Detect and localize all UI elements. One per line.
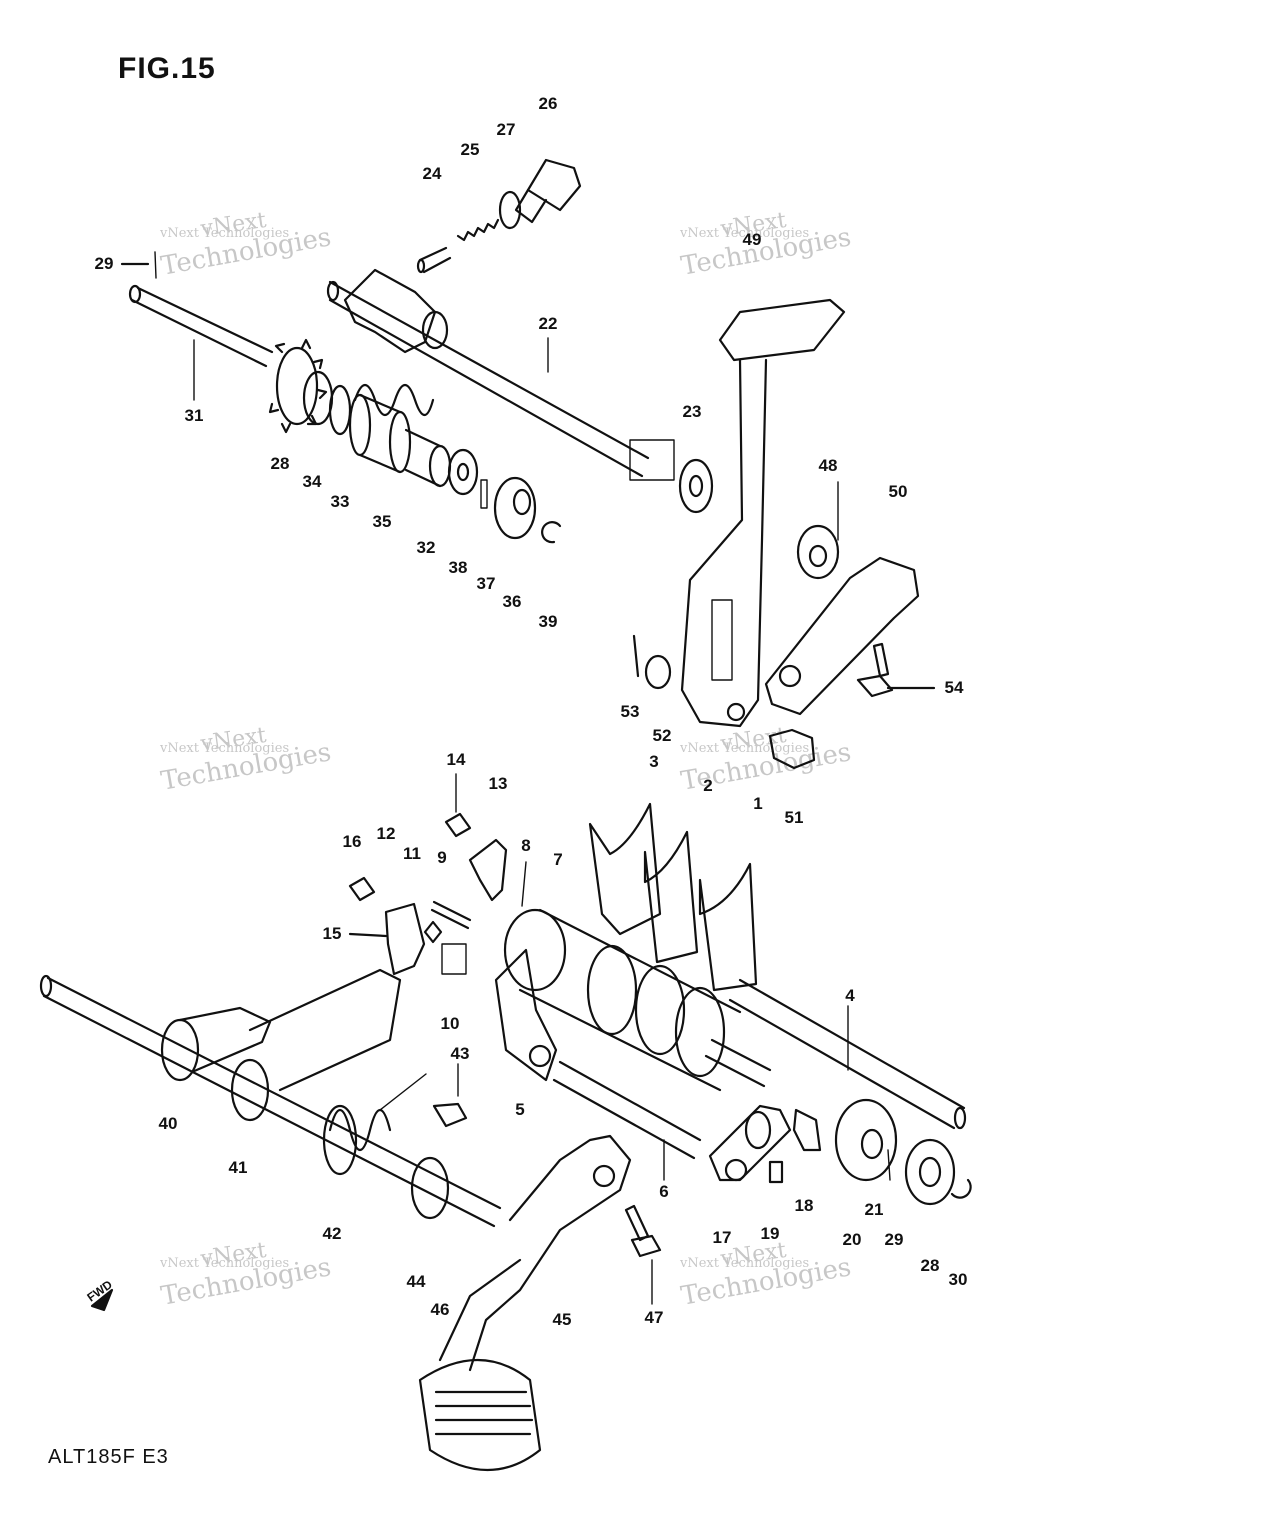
callout-20: 20 <box>842 1230 862 1249</box>
callout-13: 13 <box>488 774 508 793</box>
callout-3: 3 <box>649 752 659 771</box>
callout-17: 17 <box>712 1228 732 1247</box>
callout-32: 32 <box>416 538 436 557</box>
callout-43: 43 <box>450 1044 470 1063</box>
callout-7: 7 <box>553 850 563 869</box>
callout-24: 24 <box>422 164 442 183</box>
model-code: ALT185F E3 <box>48 1446 169 1468</box>
callout-51: 51 <box>784 808 804 827</box>
callout-1: 1 <box>753 794 763 813</box>
callout-40: 40 <box>158 1114 178 1133</box>
callout-14: 14 <box>446 750 466 769</box>
shift-lever-part-49 <box>680 298 846 728</box>
callout-54: 54 <box>944 678 964 697</box>
callout-15: 15 <box>322 924 342 943</box>
lower-shaft-40-44 <box>39 968 502 1228</box>
callout-29: 29 <box>94 254 114 273</box>
callout-53: 53 <box>620 702 640 721</box>
callout-37: 37 <box>476 574 496 593</box>
callout-11: 11 <box>403 844 421 863</box>
callout-41: 41 <box>228 1158 248 1177</box>
callout-12: 12 <box>376 824 396 843</box>
callout-5: 5 <box>515 1100 525 1119</box>
callout-22: 22 <box>538 314 558 333</box>
callout-16: 16 <box>342 832 362 851</box>
callout-8: 8 <box>521 836 531 855</box>
gear-pedal-45-46 <box>418 1134 632 1472</box>
shaft-part-31 <box>128 251 274 368</box>
callout-33: 33 <box>330 492 350 511</box>
callout-31: 31 <box>184 406 204 425</box>
callout-28: 28 <box>270 454 290 473</box>
callout-29-lower: 29 <box>884 1230 904 1249</box>
callout-38: 38 <box>448 558 468 577</box>
callout-50: 50 <box>888 482 908 501</box>
callout-34: 34 <box>302 472 322 491</box>
callout-52: 52 <box>652 726 672 745</box>
shaft-part-22 <box>326 268 675 481</box>
callout-46: 46 <box>430 1300 450 1319</box>
callout-25: 25 <box>460 140 480 159</box>
callout-23: 23 <box>682 402 702 421</box>
callout-26: 26 <box>538 94 558 113</box>
callout-48: 48 <box>818 456 838 475</box>
callout-42: 42 <box>322 1224 342 1243</box>
callout-35: 35 <box>372 512 392 531</box>
gear-part-28 <box>268 338 328 434</box>
shift-drum-part-7 <box>503 908 772 1092</box>
callout-10: 10 <box>440 1014 460 1033</box>
spring-part-35 <box>348 383 435 474</box>
callout-45: 45 <box>552 1310 572 1329</box>
callout-21: 21 <box>864 1200 884 1219</box>
callout-4: 4 <box>845 986 855 1005</box>
callout-44: 44 <box>406 1272 426 1291</box>
callout-30: 30 <box>948 1270 968 1289</box>
callout-28-lower: 28 <box>920 1256 940 1275</box>
callout-2: 2 <box>703 776 713 795</box>
callout-36: 36 <box>502 592 522 611</box>
callout-9: 9 <box>437 848 447 867</box>
shift-fork-1-2-3 <box>588 802 758 992</box>
callout-49: 49 <box>742 230 762 249</box>
callout-19: 19 <box>760 1224 780 1243</box>
callout-6: 6 <box>659 1182 669 1201</box>
callout-27: 27 <box>496 120 516 139</box>
callout-18: 18 <box>794 1196 814 1215</box>
callout-39: 39 <box>538 612 558 631</box>
callout-47: 47 <box>644 1308 664 1327</box>
figure-title: FIG.15 <box>118 52 216 85</box>
